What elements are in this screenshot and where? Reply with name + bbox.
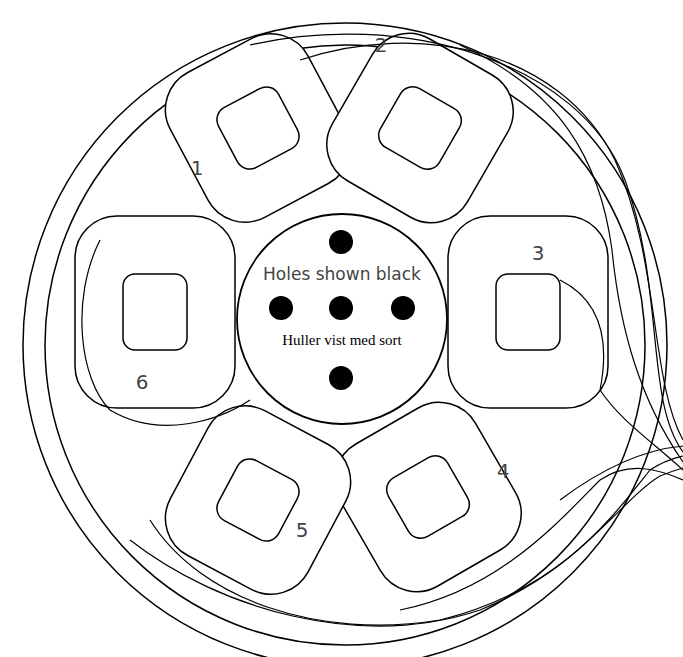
callout-number: 5 <box>296 520 309 540</box>
callout-number: 4 <box>497 461 510 481</box>
coil-2 <box>311 18 528 238</box>
hole <box>269 296 293 320</box>
coil-3 <box>448 216 608 408</box>
callout-number: 6 <box>136 372 149 392</box>
callout-number: 1 <box>191 158 204 178</box>
hole <box>391 296 415 320</box>
callout-number: 2 <box>375 35 388 55</box>
hole <box>329 296 353 320</box>
callout-number: 3 <box>532 243 545 263</box>
coil-6 <box>75 216 235 408</box>
hole <box>329 366 353 390</box>
coil-wires <box>82 34 683 626</box>
rotor-hub: Holes shown blackHuller vist med sort <box>236 213 448 425</box>
hub-note: Holes shown black <box>263 265 421 284</box>
hole <box>329 230 353 254</box>
hub-outline <box>236 213 448 425</box>
hub-note: Huller vist med sort <box>279 331 405 350</box>
